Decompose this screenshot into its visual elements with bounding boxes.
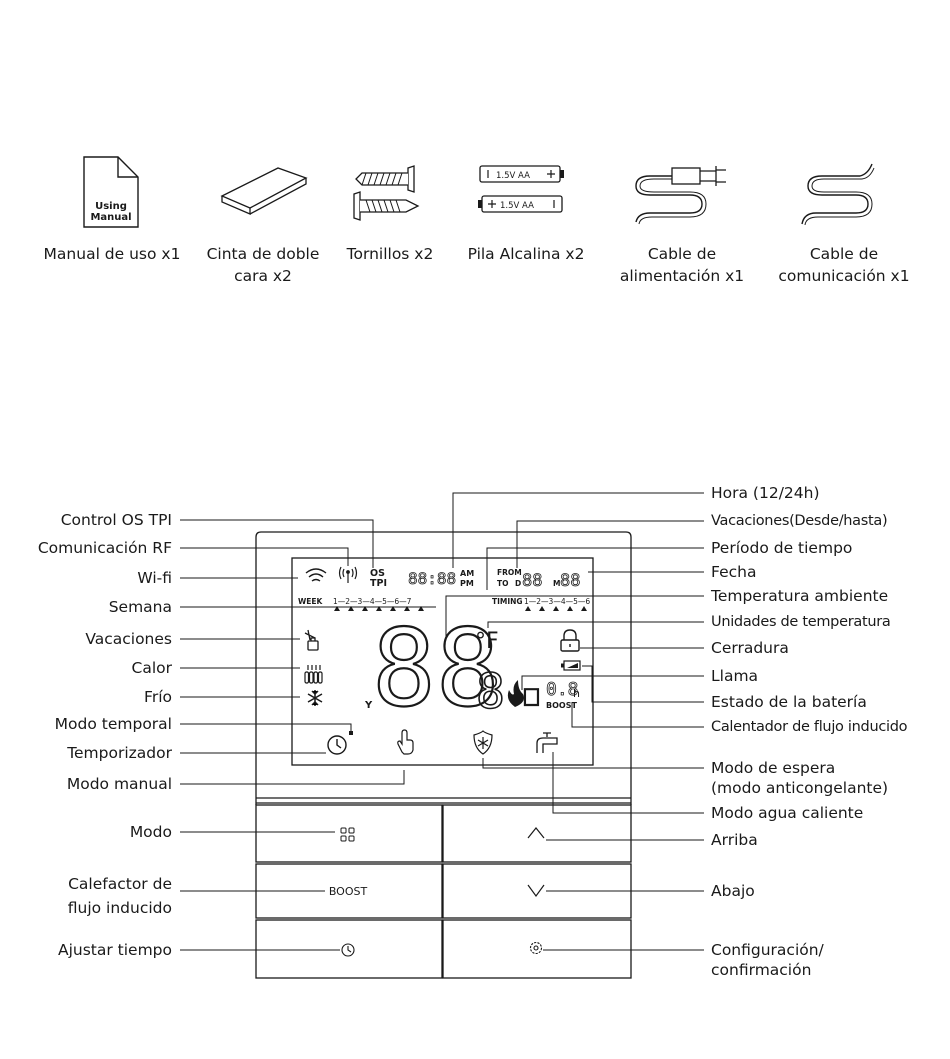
callout-frio: Frío xyxy=(144,688,172,706)
callout-modo-agua: Modo agua caliente xyxy=(711,804,864,822)
mode-icon xyxy=(340,827,355,842)
settings-button[interactable] xyxy=(442,919,632,979)
callout-vacaciones-desde-hasta: Vacaciones(Desde/hasta) xyxy=(711,513,888,529)
callout-vacaciones: Vacaciones xyxy=(85,630,172,648)
lcd-temperature-decimal: 8 xyxy=(476,664,505,720)
callout-temporizador: Temporizador xyxy=(67,744,172,762)
lcd-boost-time: 0.8 xyxy=(546,679,579,700)
communication-cable-icon xyxy=(801,163,875,226)
callout-cerradura: Cerradura xyxy=(711,639,789,657)
lcd-timing-slots: 1—2—3—4—5—6 xyxy=(524,597,590,606)
lcd-unit: °F xyxy=(475,629,499,654)
callout-control-os-tpi: Control OS TPI xyxy=(60,511,172,529)
down-arrow-icon xyxy=(527,884,545,898)
callout-comunicacion-rf: Comunicación RF xyxy=(37,539,172,557)
callout-configuracion: Configuración/ confirmación xyxy=(711,941,824,979)
heat-icon xyxy=(304,665,323,684)
rf-icon xyxy=(338,566,358,583)
battery-2-text: 1.5V AA xyxy=(500,201,534,211)
callout-bateria: Estado de la batería xyxy=(711,693,867,711)
callout-arriba: Arriba xyxy=(711,831,758,849)
manual-hand-icon xyxy=(397,729,414,755)
callout-temp-ambiente: Temperatura ambiente xyxy=(711,587,889,605)
callout-llama: Llama xyxy=(711,667,759,685)
lcd-d: D xyxy=(515,579,521,588)
temporary-mode-indicator xyxy=(349,731,353,735)
callout-wifi: Wi-fi xyxy=(137,569,172,587)
lcd-to: TO xyxy=(497,579,509,588)
lcd-timing: TIMING xyxy=(492,597,523,606)
callout-unidades: Unidades de temperatura xyxy=(711,614,891,630)
lock-icon xyxy=(560,629,580,652)
frost-protection-icon xyxy=(473,730,493,755)
hot-water-tap-icon xyxy=(536,732,558,753)
wifi-icon xyxy=(305,568,327,582)
battery-1-text: 1.5V AA xyxy=(496,171,530,181)
lcd-m: M xyxy=(553,579,560,588)
power-cable-icon xyxy=(635,166,726,225)
lcd-boost-h: h xyxy=(573,687,580,700)
callout-fecha: Fecha xyxy=(711,563,757,581)
callout-modo: Modo xyxy=(129,823,172,841)
callout-hora: Hora (12/24h) xyxy=(711,484,820,502)
lcd-big-temperature: 88. xyxy=(372,607,563,730)
week-markers xyxy=(334,606,424,611)
lcd-tpi: TPI xyxy=(370,578,387,589)
battery-icon: 1.5V AA 1.5V AA xyxy=(478,165,564,213)
flame-icon xyxy=(507,680,524,707)
package-label-tape: Cinta de doble cara x2 xyxy=(206,245,320,285)
lcd-screen xyxy=(291,557,594,766)
lcd-week: WEEK xyxy=(298,597,324,606)
callout-semana: Semana xyxy=(108,598,172,616)
clock-icon xyxy=(341,943,355,957)
boost-button-label: BOOST xyxy=(329,885,368,898)
gear-icon xyxy=(529,941,543,955)
callout-ajustar-tiempo: Ajustar tiempo xyxy=(57,941,172,959)
callout-modo-espera: Modo de espera (modo anticongelante) xyxy=(711,759,889,797)
manual-icon-text-2: Manual xyxy=(90,212,131,223)
lcd-from: FROM xyxy=(497,568,522,577)
vacation-icon xyxy=(304,629,319,651)
package-label-battery: Pila Alcalina x2 xyxy=(467,245,585,263)
mode-button[interactable] xyxy=(255,804,443,863)
lcd-am: AM xyxy=(460,569,474,578)
callout-periodo: Período de tiempo xyxy=(711,539,853,557)
thermostat-body xyxy=(255,531,632,805)
timing-markers xyxy=(525,606,587,611)
callout-calor: Calor xyxy=(131,659,172,677)
package-label-comm-cable: Cable de comunicación x1 xyxy=(778,245,910,285)
lcd-boost: BOOST xyxy=(546,701,577,710)
up-button[interactable] xyxy=(442,804,632,863)
callout-calefactor: Calefactor de flujo inducido xyxy=(67,875,172,917)
left-leader-lines xyxy=(180,519,436,951)
timer-icon xyxy=(327,735,347,755)
manual-icon-text-1: Using xyxy=(95,201,127,212)
battery-status-icon xyxy=(561,660,581,671)
callout-calentador: Calentador de flujo inducido xyxy=(711,719,908,735)
up-arrow-icon xyxy=(527,827,545,839)
lcd-date-d: 88 xyxy=(522,571,542,591)
package-label-screws: Tornillos x2 xyxy=(346,245,434,263)
screws-icon xyxy=(353,165,420,221)
package-label-manual: Manual de uso x1 xyxy=(43,245,181,263)
lcd-os: OS xyxy=(370,568,385,579)
callout-modo-temporal: Modo temporal xyxy=(54,715,172,733)
double-sided-tape-icon xyxy=(220,167,308,215)
snowflake-icon xyxy=(307,690,323,706)
lcd-pm: PM xyxy=(460,579,474,588)
right-leader-lines xyxy=(445,492,704,951)
callout-modo-manual: Modo manual xyxy=(66,775,172,793)
lcd-clock: 88:88 xyxy=(408,569,456,588)
lcd-date-m: 88 xyxy=(560,571,580,591)
callout-abajo: Abajo xyxy=(711,882,755,900)
package-label-power-cable: Cable de alimentación x1 xyxy=(619,245,745,285)
lcd-y: Y xyxy=(364,700,373,711)
set-time-button[interactable] xyxy=(255,919,443,979)
manual-icon: Using Manual xyxy=(83,156,139,228)
lcd-week-days: 1—2—3—4—5—6—7 xyxy=(333,597,412,606)
